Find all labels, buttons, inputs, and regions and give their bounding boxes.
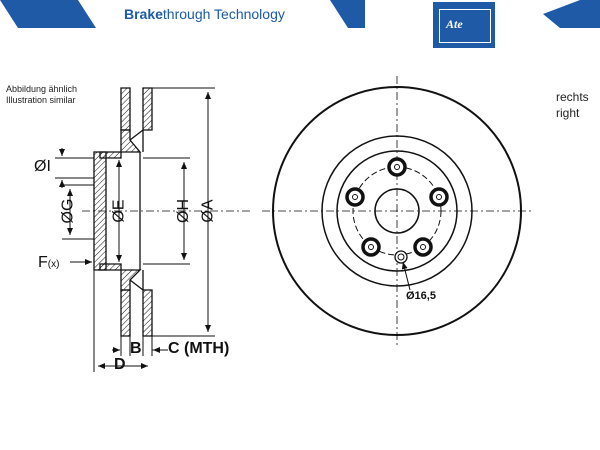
- bolt-hole-left: [345, 187, 365, 207]
- brand-title-rest: through Technology: [162, 6, 285, 22]
- brand-title-bold: Brake: [124, 6, 163, 22]
- side-label-german: rechts: [556, 90, 589, 104]
- label-dim-H: ØH: [175, 199, 192, 223]
- label-hole-diameter: Ø16,5: [406, 290, 436, 302]
- header-banner: [0, 0, 600, 28]
- bolt-hole-top: [387, 157, 407, 177]
- note-english: Illustration similar: [6, 95, 76, 105]
- bolt-hole-lower-left: [361, 237, 381, 257]
- bolt-hole-right: [429, 187, 449, 207]
- label-dim-D: D: [114, 356, 126, 373]
- ate-logo-frame: Ate: [439, 9, 491, 43]
- label-dim-F-sub: (x): [47, 259, 60, 270]
- hole-leader: [401, 261, 411, 291]
- label-dim-I: ØI: [34, 158, 51, 175]
- label-dim-C: C (MTH): [168, 340, 230, 357]
- bolt-holes: [345, 157, 449, 291]
- disc-cross-section: [93, 87, 153, 337]
- banner-left-stripe: [0, 0, 96, 28]
- ate-logo: Ate: [433, 2, 495, 48]
- label-dim-G: ØG: [59, 198, 77, 224]
- label-dim-F-main: F: [38, 254, 48, 271]
- note-german: Abbildung ähnlich: [6, 84, 78, 94]
- friction-plate-right-lower: [142, 289, 153, 337]
- friction-plate-right-upper: [142, 87, 153, 131]
- disc-front-view: [262, 76, 532, 346]
- label-dim-F: F(x): [38, 254, 59, 272]
- label-dim-A: ØA: [199, 199, 217, 223]
- label-dim-B: B: [130, 340, 142, 357]
- locating-hole: [394, 250, 408, 264]
- friction-plate-left-upper: [120, 87, 131, 131]
- label-dim-E: ØE: [110, 199, 128, 223]
- hat-neck-upper: [99, 129, 142, 159]
- dimension-lines: [55, 87, 215, 372]
- bolt-hole-lower-right: [413, 237, 433, 257]
- side-label-english: right: [556, 106, 580, 120]
- banner-right-stripe: [543, 0, 600, 28]
- ate-logo-text: Ate: [446, 17, 463, 31]
- banner-mid-stripe: [330, 0, 365, 28]
- friction-plate-left-lower: [120, 289, 131, 337]
- brand-title: Brakethrough Technology: [124, 6, 285, 22]
- hat-neck-lower: [99, 263, 142, 291]
